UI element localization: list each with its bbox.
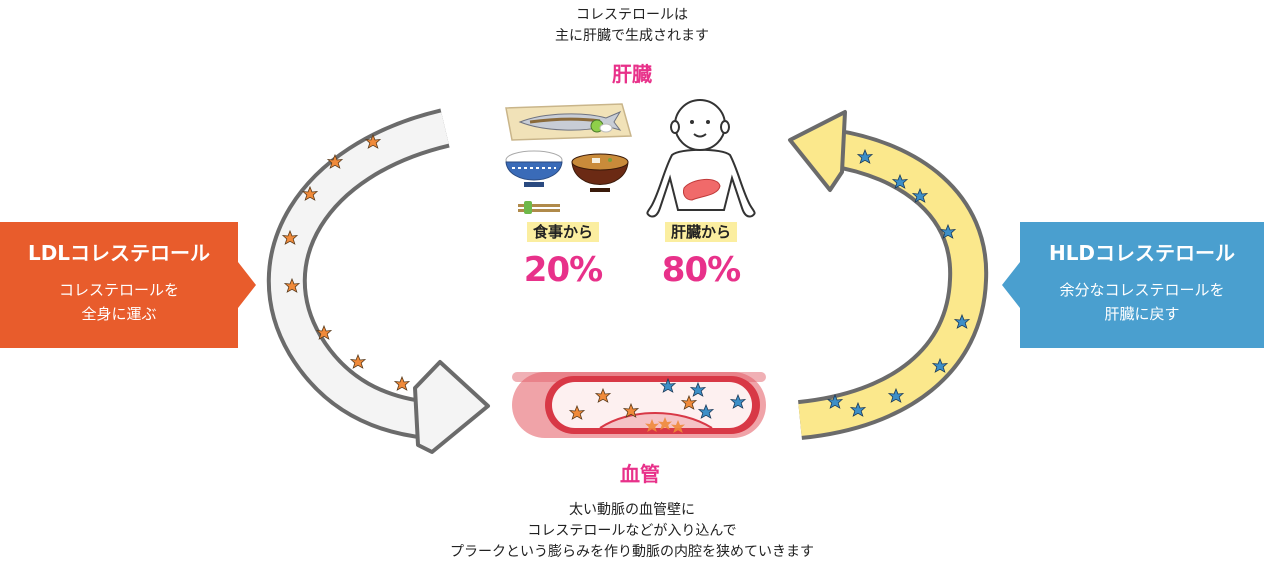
blood-vessel-icon xyxy=(512,372,766,438)
hdl-arrow-icon xyxy=(788,110,989,440)
liver-heading: 肝臓 xyxy=(612,62,652,86)
bottom-note-line3: プラークという膨らみを作り動脈の内腔を狭めていきます xyxy=(450,544,814,560)
bottom-note-line2: コレステロールなどが入り込んで xyxy=(527,523,737,539)
rice-bowl-icon xyxy=(505,150,563,187)
ldl-line2: 全身に運ぶ xyxy=(81,305,157,323)
top-note-line2: 主に肝臓で生成されます xyxy=(555,28,709,44)
liver-percent: 80% xyxy=(661,250,741,290)
ldl-callout: LDLコレステロール コレステロールを 全身に運ぶ xyxy=(0,240,238,326)
ldl-title: LDLコレステロール xyxy=(27,241,211,265)
ldl-line1: コレステロールを xyxy=(58,281,179,299)
person-liver-icon xyxy=(646,99,756,218)
miso-soup-icon xyxy=(571,153,629,192)
food-source: 食事から xyxy=(500,221,626,243)
bottom-note: 太い動脈の血管壁に コレステロールなどが入り込んで プラークという膨らみを作り動… xyxy=(332,500,932,563)
fish-meal-icon xyxy=(505,103,632,141)
hdl-line2: 肝臓に戻す xyxy=(1104,305,1180,323)
food-source-label: 食事から xyxy=(526,222,599,242)
hdl-title: HLDコレステロール xyxy=(1048,241,1236,265)
bottom-note-line1: 太い動脈の血管壁に xyxy=(569,502,695,518)
hdl-callout: HLDコレステロール 余分なコレステロールを 肝臓に戻す xyxy=(1020,240,1264,326)
hdl-line1: 余分なコレステロールを xyxy=(1059,281,1225,299)
top-note-line1: コレステロールは xyxy=(576,7,688,23)
food-percent: 20% xyxy=(523,250,603,290)
liver-source-label: 肝臓から xyxy=(664,222,737,242)
ldl-callout-box xyxy=(0,222,256,348)
chopsticks-icon xyxy=(518,201,560,214)
ldl-arrow-icon xyxy=(266,108,490,454)
top-note: コレステロールは 主に肝臓で生成されます xyxy=(482,5,782,47)
vessel-heading: 血管 xyxy=(620,462,660,486)
liver-source: 肝臓から xyxy=(636,221,766,243)
hdl-callout-box xyxy=(1002,222,1264,348)
